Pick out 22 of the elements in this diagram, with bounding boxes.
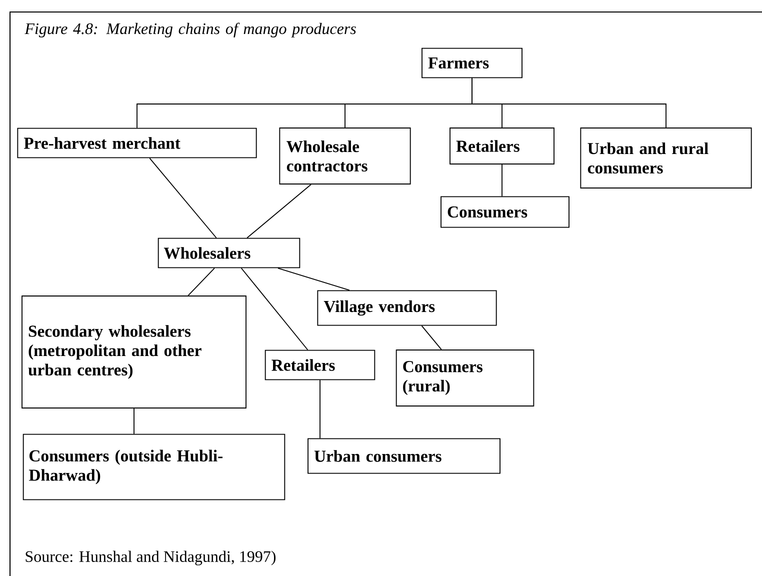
node-box: Retailers	[264, 350, 376, 380]
connector-line	[240, 268, 308, 350]
figure-title: Figure 4.8: Marketing chains of mango producers	[24, 22, 356, 38]
node-box: Urban and rural consumers	[580, 128, 752, 188]
node-box: Retailers	[450, 128, 554, 164]
node-box: Wholesale contractors	[279, 128, 411, 184]
node-box: Secondary wholesalers (metropolitan and other urban centres)	[22, 296, 246, 408]
node-box: Consumers (rural)	[396, 350, 534, 406]
node-box: Farmers	[422, 48, 522, 78]
node-box: Village vendors	[317, 290, 497, 326]
connector-line	[421, 325, 442, 350]
connector-line	[472, 78, 666, 128]
node-box: Consumers	[440, 196, 570, 228]
connector-line	[188, 268, 215, 296]
source-note: Source: Hunshal and Nidagundi, 1997)	[26, 550, 276, 566]
node-box: Pre-harvest merchant	[17, 128, 257, 158]
connector-line	[149, 158, 217, 238]
node-box: Consumers (outside Hubli-Dharwad)	[22, 434, 286, 500]
node-box: Urban consumers	[308, 438, 500, 474]
node-box: Wholesalers	[158, 238, 300, 268]
connector-line	[278, 268, 350, 291]
connector-line	[246, 184, 312, 238]
